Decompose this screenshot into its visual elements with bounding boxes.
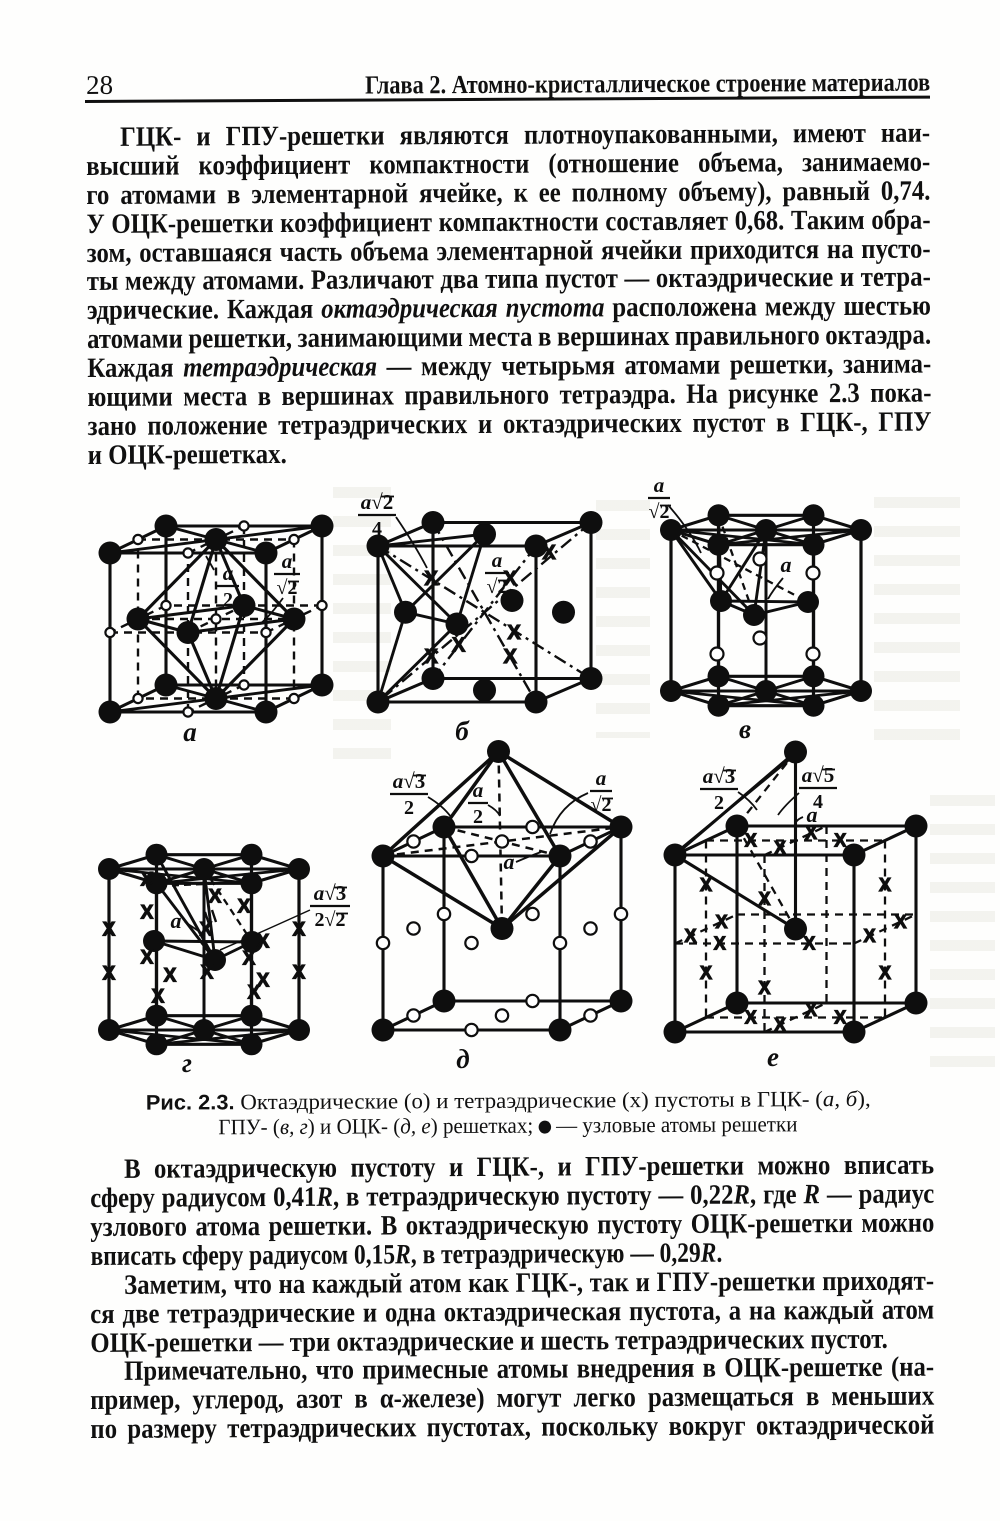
svg-text:a: a xyxy=(223,561,234,585)
svg-text:X: X xyxy=(700,963,712,983)
svg-text:X: X xyxy=(542,542,556,564)
svg-text:X: X xyxy=(774,1015,786,1035)
svg-text:в: в xyxy=(739,714,751,744)
svg-text:a: a xyxy=(596,766,607,790)
svg-text:X: X xyxy=(238,897,251,918)
svg-text:√2: √2 xyxy=(277,577,298,599)
svg-text:a√2: a√2 xyxy=(361,490,394,514)
svg-text:X: X xyxy=(201,963,214,984)
svg-text:X: X xyxy=(425,568,439,590)
svg-text:4: 4 xyxy=(813,791,823,813)
svg-text:X: X xyxy=(200,920,213,941)
svg-text:X: X xyxy=(803,934,815,954)
svg-text:a: a xyxy=(654,473,665,497)
svg-text:√2: √2 xyxy=(487,576,508,598)
svg-text:е: е xyxy=(767,1042,779,1072)
svg-text:д: д xyxy=(456,1044,469,1074)
svg-text:X: X xyxy=(879,875,891,895)
svg-text:X: X xyxy=(257,971,270,992)
svg-text:√2: √2 xyxy=(649,501,670,523)
svg-text:X: X xyxy=(257,932,270,953)
svg-text:X: X xyxy=(141,948,154,969)
svg-text:a√3: a√3 xyxy=(314,881,347,905)
svg-text:a: a xyxy=(492,548,503,572)
svg-text:X: X xyxy=(715,912,727,932)
svg-text:2: 2 xyxy=(404,797,414,819)
svg-text:X: X xyxy=(805,823,817,843)
svg-text:X: X xyxy=(425,646,439,668)
svg-text:X: X xyxy=(834,831,846,851)
svg-text:X: X xyxy=(141,870,154,891)
svg-text:a: a xyxy=(171,908,182,933)
svg-text:4: 4 xyxy=(372,518,382,540)
svg-text:X: X xyxy=(894,912,906,932)
svg-text:X: X xyxy=(879,963,891,983)
svg-text:X: X xyxy=(164,966,177,987)
svg-text:X: X xyxy=(758,889,770,909)
svg-text:2: 2 xyxy=(223,589,233,611)
svg-text:a√5: a√5 xyxy=(802,763,835,787)
svg-text:a√3: a√3 xyxy=(393,769,426,793)
svg-text:X: X xyxy=(863,926,875,946)
svg-text:a: a xyxy=(473,778,484,802)
svg-text:X: X xyxy=(745,831,757,851)
svg-text:X: X xyxy=(714,934,726,954)
svg-text:X: X xyxy=(834,1008,846,1028)
svg-text:X: X xyxy=(152,987,165,1008)
svg-text:√2: √2 xyxy=(591,794,612,816)
svg-text:X: X xyxy=(103,920,116,941)
svg-text:б: б xyxy=(455,716,470,746)
svg-text:a√3: a√3 xyxy=(703,764,736,788)
svg-text:a: a xyxy=(282,549,293,573)
svg-text:X: X xyxy=(700,875,712,895)
svg-text:X: X xyxy=(745,1008,757,1028)
svg-text:X: X xyxy=(507,622,521,644)
svg-text:X: X xyxy=(209,887,222,908)
svg-text:X: X xyxy=(293,920,306,941)
svg-text:X: X xyxy=(243,949,256,970)
svg-text:X: X xyxy=(248,983,261,1004)
svg-text:2√2: 2√2 xyxy=(315,909,346,931)
svg-text:a: a xyxy=(807,802,818,827)
svg-text:2: 2 xyxy=(714,792,724,814)
svg-text:X: X xyxy=(684,926,696,946)
svg-text:X: X xyxy=(805,1000,817,1020)
svg-text:2: 2 xyxy=(473,806,483,828)
svg-text:X: X xyxy=(452,634,466,656)
svg-text:a: a xyxy=(504,849,515,874)
svg-text:X: X xyxy=(141,903,154,924)
svg-text:X: X xyxy=(504,646,518,668)
svg-text:X: X xyxy=(103,964,116,985)
svg-text:X: X xyxy=(758,978,770,998)
svg-text:a: a xyxy=(781,552,792,577)
svg-text:г: г xyxy=(182,1048,192,1078)
svg-text:X: X xyxy=(293,963,306,984)
svg-text:X: X xyxy=(774,838,786,858)
svg-text:а: а xyxy=(183,717,197,747)
